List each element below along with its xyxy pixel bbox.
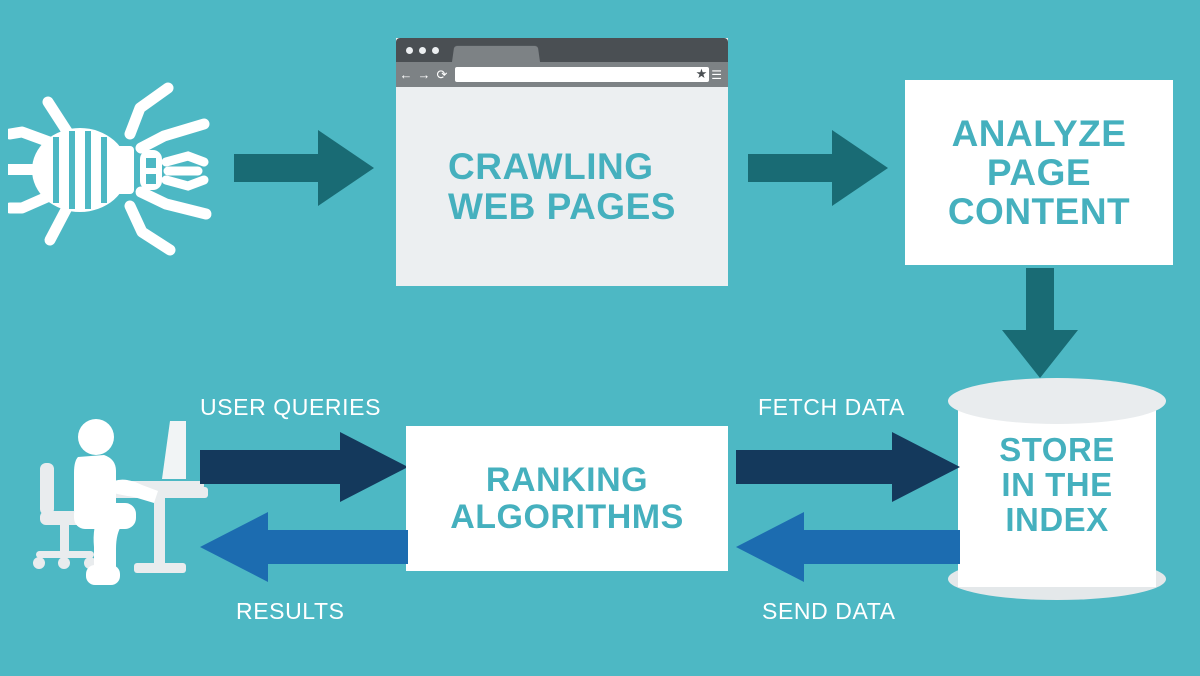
analyze-line-2: PAGE bbox=[986, 151, 1092, 193]
database-line-3: INDEX bbox=[1005, 500, 1109, 538]
arrow-user-to-ranking bbox=[200, 432, 408, 502]
crawling-line-1: CRAWLING bbox=[448, 146, 654, 188]
window-dot-2[interactable] bbox=[419, 47, 426, 54]
label-send-data: SEND DATA bbox=[762, 598, 896, 624]
browser-toolbar: ← → ⟳ ★ ☰ bbox=[396, 62, 728, 87]
database-label: STORE IN THE INDEX bbox=[958, 431, 1156, 538]
back-icon[interactable]: ← bbox=[399, 67, 413, 82]
browser-page-content: CRAWLING WEB PAGES bbox=[396, 87, 728, 286]
person-at-desk-icon bbox=[30, 415, 210, 605]
database-line-2: IN THE bbox=[1001, 465, 1113, 503]
arrow-browser-to-analyze bbox=[748, 130, 888, 206]
bookmark-star-icon[interactable]: ★ bbox=[695, 66, 708, 81]
analyze-line-1: ANALYZE bbox=[951, 112, 1127, 154]
ranking-title: RANKING ALGORITHMS bbox=[450, 462, 684, 534]
arrow-analyze-to-database bbox=[1002, 268, 1078, 378]
index-database-cylinder: STORE IN THE INDEX bbox=[948, 378, 1166, 608]
crawling-line-2: WEB PAGES bbox=[448, 185, 676, 227]
cylinder-body-mask bbox=[958, 400, 1156, 568]
url-input[interactable]: ★ bbox=[455, 66, 710, 82]
crawling-web-pages-title: CRAWLING WEB PAGES bbox=[448, 147, 676, 225]
window-dot-1[interactable] bbox=[406, 47, 413, 54]
analyze-line-3: CONTENT bbox=[947, 191, 1131, 233]
reload-icon[interactable]: ⟳ bbox=[436, 67, 448, 82]
hamburger-menu-icon[interactable]: ☰ bbox=[711, 67, 722, 82]
label-results: RESULTS bbox=[236, 598, 345, 624]
analyze-page-content-box: ANALYZE PAGE CONTENT bbox=[905, 80, 1173, 265]
browser-tab[interactable] bbox=[452, 45, 540, 62]
label-user-queries: USER QUERIES bbox=[200, 394, 382, 420]
label-fetch-data: FETCH DATA bbox=[758, 394, 905, 420]
forward-icon[interactable]: → bbox=[417, 67, 431, 82]
cylinder-top-cap bbox=[948, 378, 1166, 424]
ranking-line-1: RANKING bbox=[485, 461, 649, 500]
analyze-title: ANALYZE PAGE CONTENT bbox=[948, 114, 1130, 232]
browser-titlebar bbox=[396, 38, 728, 62]
ranking-algorithms-box: RANKING ALGORITHMS bbox=[406, 426, 728, 571]
browser-window: ← → ⟳ ★ ☰ CRAWLING WEB PAGES bbox=[396, 38, 728, 286]
arrow-crawler-to-browser bbox=[234, 130, 374, 206]
ranking-line-2: ALGORITHMS bbox=[450, 497, 684, 536]
spider-crawler-icon bbox=[4, 62, 228, 282]
window-dot-3[interactable] bbox=[432, 47, 439, 54]
arrow-database-to-ranking bbox=[736, 512, 960, 582]
arrow-ranking-to-database bbox=[736, 432, 960, 502]
arrow-ranking-to-user bbox=[200, 512, 408, 582]
database-line-1: STORE bbox=[999, 431, 1115, 468]
